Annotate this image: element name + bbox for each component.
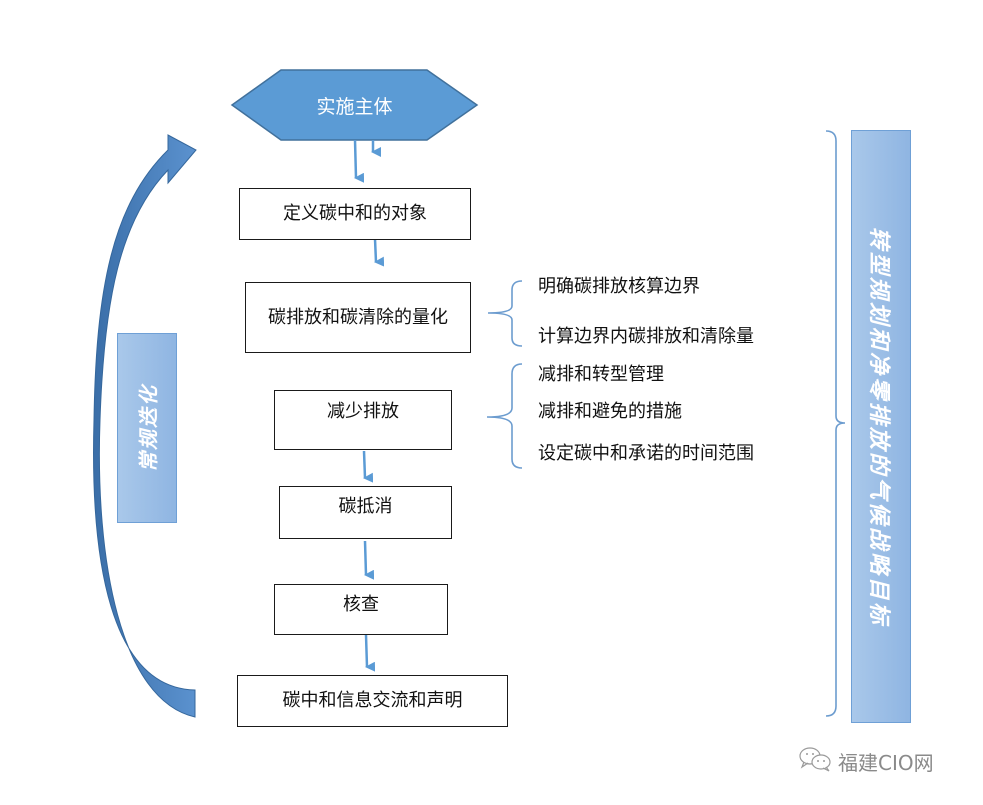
- iteration-panel: 常规迭化: [117, 333, 177, 523]
- wechat-icon: [798, 746, 832, 777]
- note-quantification-2: 计算边界内碳排放和清除量: [538, 326, 754, 347]
- step-label: 核查: [343, 594, 379, 615]
- iteration-curved-arrow: [93, 134, 197, 718]
- arrow-header-to-step1: [353, 139, 365, 183]
- note-reduction-2: 减排和避免的措施: [538, 401, 682, 422]
- header-hexagon: [230, 69, 479, 141]
- arrow-step1-to-step2: [373, 238, 385, 267]
- step-label: 定义碳中和的对象: [283, 203, 427, 224]
- watermark-text: 福建CIO网: [838, 751, 934, 775]
- strategy-panel: 转型规划和净零排放的气候战略目标: [851, 130, 911, 723]
- step-carbon-offset: 碳抵消: [279, 486, 452, 539]
- step-label: 碳排放和碳清除的量化: [268, 306, 448, 328]
- arrow-step3-to-step4: [362, 450, 374, 483]
- brace-strategy: [825, 130, 846, 717]
- strategy-label: 转型规划和净零排放的气候战略目标: [866, 226, 891, 627]
- note-reduction-3: 设定碳中和承诺的时间范围: [538, 443, 754, 464]
- step-define-object: 定义碳中和的对象: [239, 188, 471, 240]
- arrow-step5-to-step6: [364, 634, 376, 672]
- note-quantification-1: 明确碳排放核算边界: [538, 276, 700, 297]
- header-title: 实施主体: [316, 95, 393, 118]
- note-reduction-1: 减排和转型管理: [538, 364, 664, 385]
- arrow-step4-to-step5: [363, 540, 375, 580]
- brace-quantification: [487, 280, 523, 347]
- step-label: 碳中和信息交流和声明: [282, 690, 463, 711]
- step-verification: 核查: [274, 584, 448, 635]
- step-label: 减少排放: [327, 401, 399, 422]
- step-quantification: 碳排放和碳清除的量化: [245, 282, 471, 353]
- step-label: 碳抵消: [338, 496, 393, 517]
- brace-reduction: [486, 363, 523, 469]
- watermark: 福建CIO网: [798, 746, 934, 777]
- step-communication-declaration: 碳中和信息交流和声明: [237, 675, 508, 727]
- iteration-label: 常规迭化: [136, 384, 161, 472]
- step-reduce-emissions: 减少排放: [274, 390, 452, 450]
